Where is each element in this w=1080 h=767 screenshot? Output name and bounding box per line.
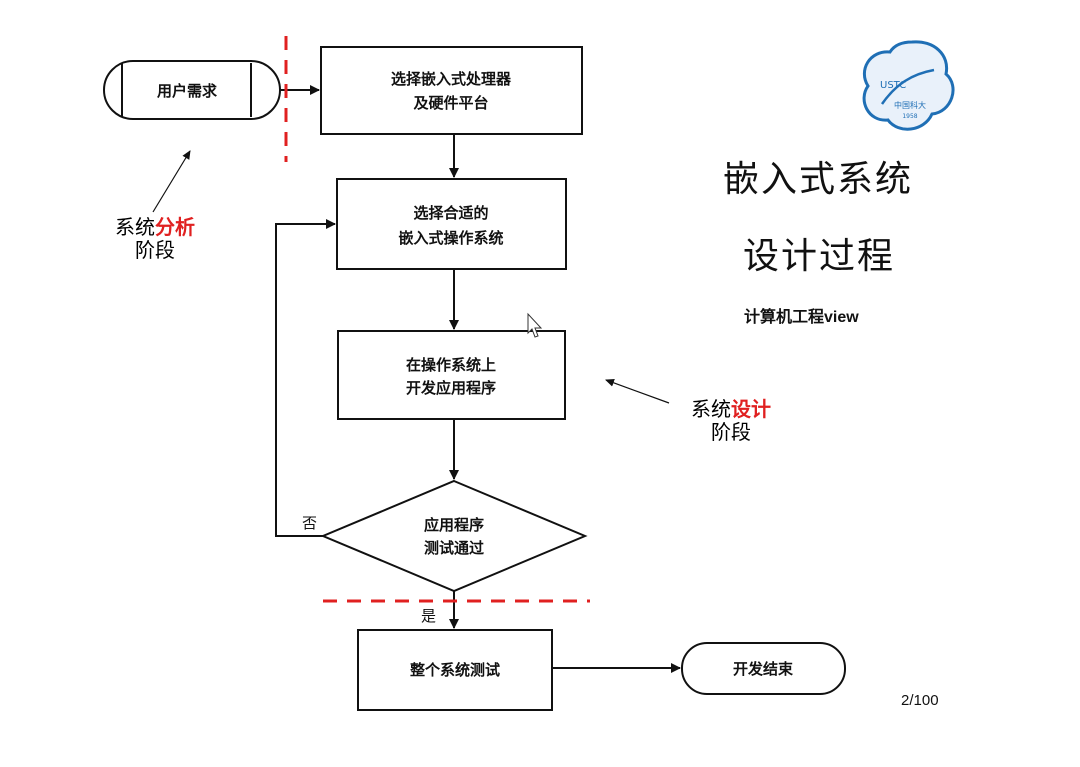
analysis-phase-annotation: 系统分析 阶段 <box>100 216 210 262</box>
node-select-os-line2: 嵌入式操作系统 <box>398 229 503 247</box>
analysis-prefix: 系统 <box>115 215 155 239</box>
slide-title-line1: 嵌入式系统 <box>723 159 914 200</box>
node-user-need: 用户需求 <box>103 60 281 120</box>
node-system-test-label: 整个系统测试 <box>410 661 500 679</box>
node-select-os: 选择合适的 嵌入式操作系统 <box>336 178 567 270</box>
ustc-logo: USTC 中国科大 1958 <box>862 40 955 131</box>
analysis-suffix: 阶段 <box>135 238 175 262</box>
page-number: 2/100 <box>901 692 939 709</box>
node-select-processor-line1: 选择嵌入式处理器 <box>391 70 512 88</box>
node-select-os-line1: 选择合适的 <box>413 204 488 222</box>
node-develop-app: 在操作系统上 开发应用程序 <box>337 330 566 420</box>
node-user-need-label: 用户需求 <box>157 82 218 100</box>
slide-title-line2: 设计过程 <box>743 236 896 277</box>
node-develop-app-line1: 在操作系统上 <box>406 356 496 374</box>
design-suffix: 阶段 <box>711 420 751 444</box>
design-phase-annotation: 系统设计 阶段 <box>676 398 786 444</box>
node-dev-end-label: 开发结束 <box>733 660 794 678</box>
design-pointer-arrow <box>605 378 670 404</box>
edge-test-loop-back <box>275 219 336 537</box>
logo-text: USTC <box>880 80 906 91</box>
analysis-pointer-arrow <box>152 150 191 213</box>
node-develop-app-line2: 开发应用程序 <box>406 379 496 397</box>
logo-year: 1958 <box>902 113 917 120</box>
node-dev-end: 开发结束 <box>681 642 846 695</box>
node-test-decision: 应用程序 测试通过 <box>320 479 588 593</box>
source-label: 计算机工程view <box>744 309 859 326</box>
mouse-cursor-icon <box>527 312 543 338</box>
node-select-processor-line2: 及硬件平台 <box>413 94 488 112</box>
node-select-processor: 选择嵌入式处理器 及硬件平台 <box>320 46 583 135</box>
node-system-test: 整个系统测试 <box>357 629 553 711</box>
design-prefix: 系统 <box>691 397 731 421</box>
node-test-decision-line2: 测试通过 <box>424 539 484 557</box>
design-highlight: 设计 <box>731 397 771 421</box>
logo-subtext: 中国科大 <box>894 100 926 110</box>
analysis-highlight: 分析 <box>155 215 195 239</box>
edge-label-yes: 是 <box>421 607 436 625</box>
node-test-decision-line1: 应用程序 <box>424 516 484 534</box>
edge-label-no: 否 <box>302 514 317 532</box>
